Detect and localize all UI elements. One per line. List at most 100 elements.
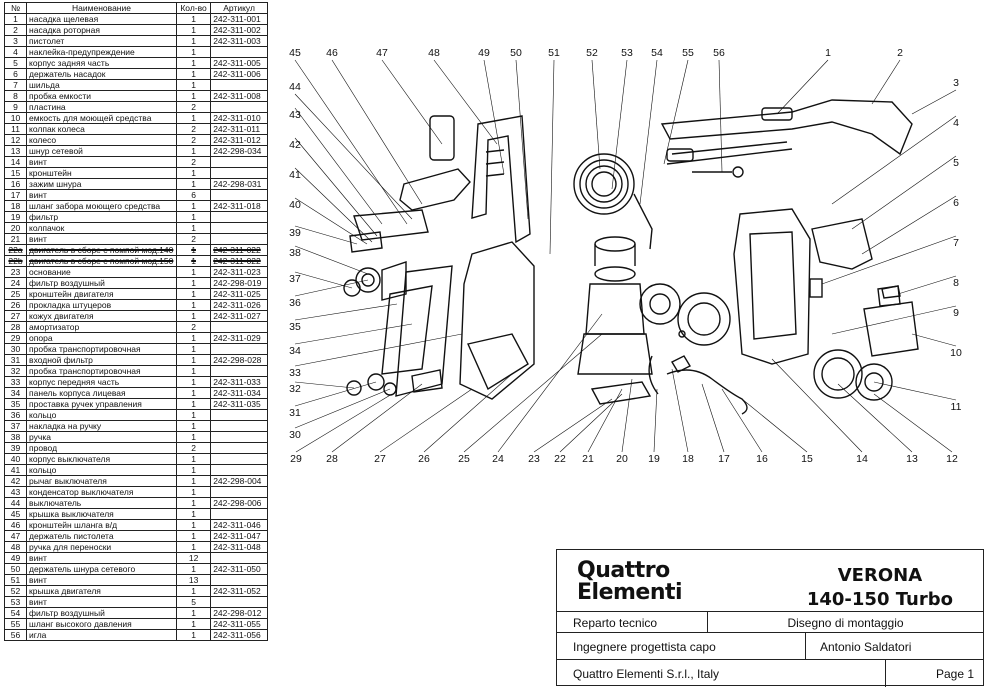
cell-name: фильтр bbox=[26, 211, 177, 223]
leader-line bbox=[897, 275, 957, 295]
cell-article: 242-311-012 bbox=[210, 134, 268, 146]
cell-name: прокладка штуцеров bbox=[26, 299, 177, 311]
callout-label: 21 bbox=[582, 453, 594, 465]
cell-quantity: 1 bbox=[175, 497, 212, 509]
callout-label: 1 bbox=[825, 47, 831, 59]
cell-quantity: 2 bbox=[175, 321, 212, 333]
leader-line bbox=[294, 323, 413, 345]
cell-article: 242-298-034 bbox=[210, 145, 268, 157]
cell-name: колпак колеса bbox=[26, 123, 177, 135]
leader-line bbox=[559, 393, 623, 453]
cell-quantity: 1 bbox=[175, 453, 212, 465]
leader-line bbox=[294, 381, 355, 389]
cell-article: 242-311-001 bbox=[210, 13, 268, 25]
cell-quantity: 1 bbox=[175, 277, 212, 289]
cell-number: 16 bbox=[3, 178, 28, 190]
cell-quantity: 1 bbox=[175, 387, 212, 399]
cell-article bbox=[210, 189, 268, 201]
cell-number: 18 bbox=[3, 200, 28, 212]
cell-quantity: 12 bbox=[175, 552, 212, 564]
cell-name: проставка ручек управления bbox=[26, 398, 177, 410]
cell-article: 242-311-022 bbox=[210, 255, 268, 267]
cell-article bbox=[210, 596, 268, 608]
cell-number: 24 bbox=[3, 277, 28, 289]
cell-quantity: 1 bbox=[175, 376, 212, 388]
cell-quantity: 1 bbox=[175, 57, 212, 69]
leader-line bbox=[911, 333, 957, 347]
leader-line bbox=[423, 373, 513, 453]
cell-number: 35 bbox=[3, 398, 28, 410]
cell-article bbox=[210, 420, 268, 432]
cell-name: винт bbox=[26, 596, 177, 608]
cell-name: кольцо bbox=[26, 464, 177, 476]
callout-label: 35 bbox=[289, 321, 301, 333]
cell-article bbox=[210, 101, 268, 113]
brand-line-1: Quattro bbox=[577, 558, 670, 583]
cell-name: конденсатор выключателя bbox=[26, 486, 177, 498]
cell-name: кронштейн шланга в/д bbox=[26, 519, 177, 531]
brand-line-2: Elementi bbox=[577, 580, 683, 605]
leader-line bbox=[591, 59, 601, 170]
cell-quantity: 2 bbox=[175, 123, 212, 135]
drawing-type: Disegno di montaggio bbox=[707, 612, 983, 633]
cell-quantity: 1 bbox=[175, 266, 212, 278]
leader-line bbox=[433, 59, 498, 145]
cell-name: колесо bbox=[26, 134, 177, 146]
cell-name: игла bbox=[26, 629, 177, 641]
callout-label: 9 bbox=[953, 307, 959, 319]
table-header-row: № Наименование Кол-во Артикул bbox=[3, 2, 268, 14]
callout-label: 26 bbox=[418, 453, 430, 465]
cell-name: двигатель в сборе с помпой мод.140 bbox=[26, 244, 177, 256]
leader-line bbox=[294, 93, 413, 220]
cell-number: 19 bbox=[3, 211, 28, 223]
cell-name: шланг забора моющего средства bbox=[26, 200, 177, 212]
cell-name: кронштейн двигателя bbox=[26, 288, 177, 300]
callout-label: 48 bbox=[428, 47, 440, 59]
cell-name: опора bbox=[26, 332, 177, 344]
cell-quantity: 1 bbox=[175, 365, 212, 377]
cell-name: шильда bbox=[26, 79, 177, 91]
leader-line bbox=[549, 59, 555, 255]
cell-quantity: 1 bbox=[175, 343, 212, 355]
cell-name: корпус выключателя bbox=[26, 453, 177, 465]
cell-name: входной фильтр bbox=[26, 354, 177, 366]
cell-article bbox=[210, 343, 268, 355]
cell-number: 17 bbox=[3, 189, 28, 201]
leader-line bbox=[331, 59, 423, 205]
callout-label: 7 bbox=[953, 237, 959, 249]
cell-article bbox=[210, 233, 268, 245]
cell-article bbox=[210, 211, 268, 223]
cell-quantity: 1 bbox=[175, 90, 212, 102]
leader-line bbox=[294, 381, 377, 407]
cell-name: пробка транспортировочная bbox=[26, 365, 177, 377]
cell-number: 2 bbox=[3, 24, 28, 36]
cell-article: 242-298-019 bbox=[210, 277, 268, 289]
cell-number: 29 bbox=[3, 332, 28, 344]
cell-article: 242-311-011 bbox=[210, 123, 268, 135]
cell-name: кожух двигателя bbox=[26, 310, 177, 322]
leader-line bbox=[587, 388, 623, 453]
cell-quantity: 1 bbox=[175, 530, 212, 542]
callout-label: 6 bbox=[953, 197, 959, 209]
leader-line bbox=[381, 59, 443, 145]
cell-number: 49 bbox=[3, 552, 28, 564]
cell-number: 38 bbox=[3, 431, 28, 443]
leader-line bbox=[671, 368, 689, 453]
leader-line bbox=[871, 59, 901, 105]
leader-line bbox=[851, 155, 957, 230]
cell-number: 56 bbox=[3, 629, 28, 641]
